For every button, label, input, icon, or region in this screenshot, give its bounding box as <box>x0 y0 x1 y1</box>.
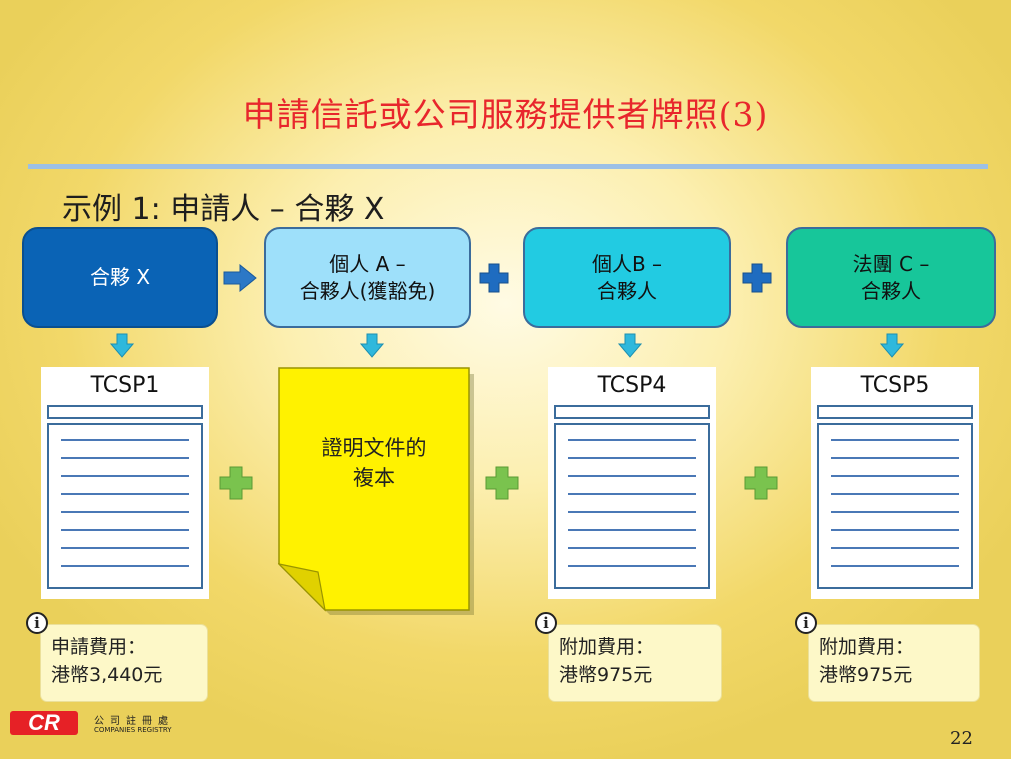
fee-amount: 港幣975元 <box>559 664 653 686</box>
plus-icon <box>742 263 772 293</box>
entity-label: 個人B – <box>591 251 663 276</box>
arrow-down-icon <box>618 333 642 358</box>
form-tcsp1: TCSP1 <box>41 367 209 599</box>
entity-corporation-c: 法團 C – 合夥人 <box>786 227 996 328</box>
form-name: TCSP1 <box>90 373 160 398</box>
slide-title: 申請信託或公司服務提供者牌照(3) <box>242 95 769 134</box>
form-name: TCSP4 <box>597 373 667 398</box>
form-body-lines <box>817 423 973 589</box>
document-copy-icon <box>278 367 474 615</box>
arrow-down-icon <box>880 333 904 358</box>
plus-icon <box>485 466 519 500</box>
companies-registry-logo: CR <box>10 711 78 735</box>
fee-label: 申請費用： <box>51 636 147 658</box>
fee-label: 附加費用： <box>819 636 915 658</box>
document-copy-line2: 複本 <box>353 466 395 490</box>
plus-icon <box>479 263 509 293</box>
document-copy-line1: 證明文件的 <box>321 436 427 460</box>
entity-individual-b: 個人B – 合夥人 <box>523 227 731 328</box>
form-tcsp5: TCSP5 <box>811 367 979 599</box>
form-tcsp4: TCSP4 <box>548 367 716 599</box>
logo-name-en: COMPANIES REGISTRY <box>94 726 172 734</box>
entity-label: 法團 C – <box>852 251 930 276</box>
form-header-box <box>554 405 710 419</box>
info-icon: i <box>795 612 817 634</box>
plus-icon <box>744 466 778 500</box>
fee-label: 附加費用： <box>559 636 655 658</box>
fee-amount: 港幣3,440元 <box>51 664 163 686</box>
plus-icon <box>219 466 253 500</box>
form-header-box <box>817 405 973 419</box>
page-number: 22 <box>950 728 973 749</box>
fee-box-additional-c: 附加費用： 港幣975元 <box>808 624 980 702</box>
fee-amount: 港幣975元 <box>819 664 913 686</box>
entity-label: 合夥 X <box>89 265 151 289</box>
form-body-lines <box>47 423 203 589</box>
arrow-down-icon <box>110 333 134 358</box>
fee-box-application: 申請費用： 港幣3,440元 <box>40 624 208 702</box>
logo-name-zh: 公司註冊處 <box>94 716 174 727</box>
entity-individual-a: 個人 A – 合夥人(獲豁免) <box>264 227 471 328</box>
entity-partnership-x: 合夥 X <box>22 227 218 328</box>
arrow-right-icon <box>223 264 257 292</box>
entity-label: 個人 A – <box>329 251 406 276</box>
form-body-lines <box>554 423 710 589</box>
entity-role: 合夥人 <box>596 278 657 303</box>
entity-role: 合夥人(獲豁免) <box>299 278 436 303</box>
info-icon: i <box>26 612 48 634</box>
arrow-down-icon <box>360 333 384 358</box>
entity-role: 合夥人 <box>861 278 921 303</box>
document-copy-label: 證明文件的 複本 <box>280 433 468 493</box>
info-icon: i <box>535 612 557 634</box>
fee-box-additional-b: 附加費用： 港幣975元 <box>548 624 722 702</box>
title-divider <box>28 164 988 169</box>
form-header-box <box>47 405 203 419</box>
form-name: TCSP5 <box>860 373 930 398</box>
example-subtitle: 示例 1: 申請人 – 合夥 X <box>62 192 385 227</box>
